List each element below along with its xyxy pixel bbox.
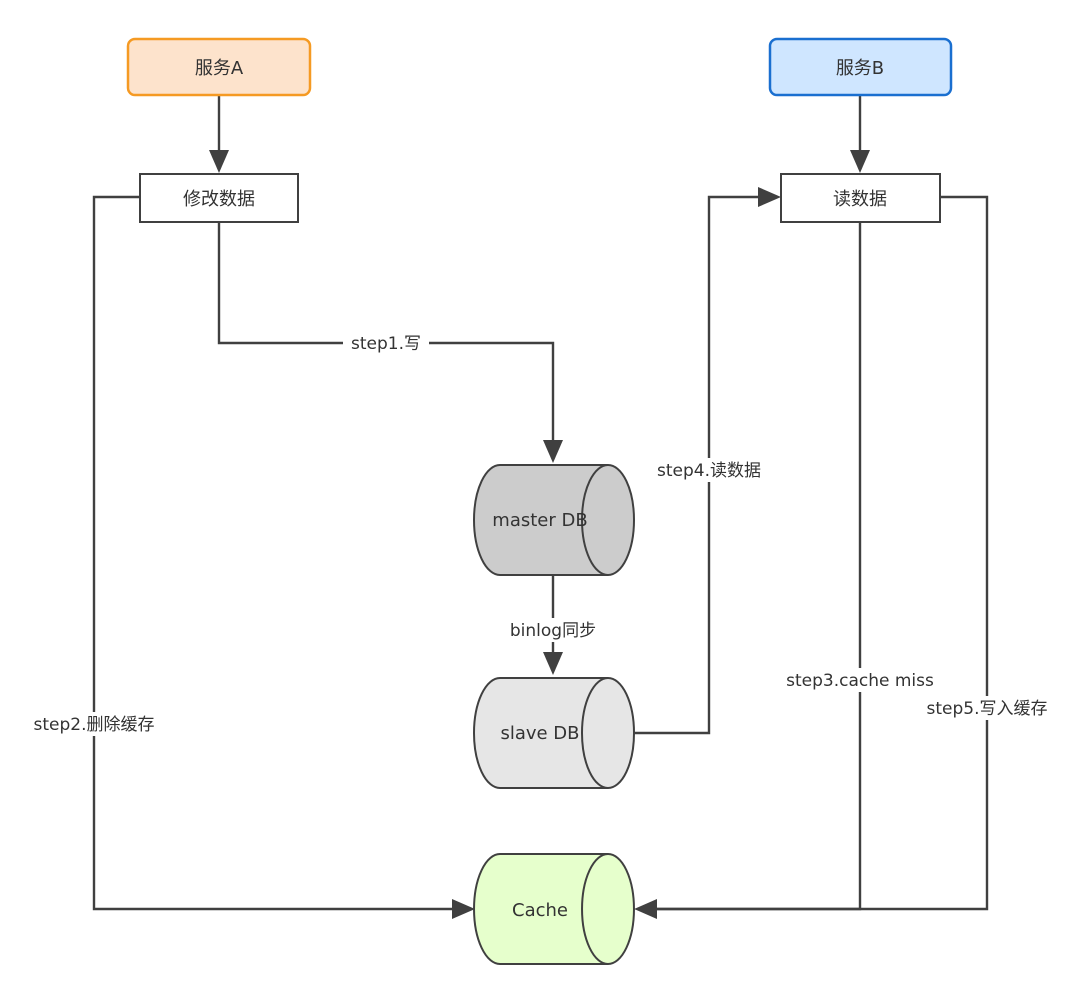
node-master-db-label: master DB <box>492 510 587 531</box>
node-modify-data-label: 修改数据 <box>183 189 255 210</box>
node-cache-label: Cache <box>512 900 568 921</box>
node-master-db[interactable]: master DB <box>473 464 635 576</box>
edge-label-step5: step5.写入缓存 <box>912 696 1062 720</box>
edge-label-step3-text: step3.cache miss <box>786 671 934 691</box>
edge-label-binlog-text: binlog同步 <box>510 621 596 641</box>
node-cache[interactable]: Cache <box>473 853 635 965</box>
node-slave-db-label: slave DB <box>500 723 579 744</box>
edge-binlog <box>543 574 563 675</box>
edge-label-binlog: binlog同步 <box>502 618 604 642</box>
edge-label-step4: step4.读数据 <box>647 458 771 482</box>
edge-label-step1-text: step1.写 <box>351 334 421 354</box>
node-modify-data[interactable]: 修改数据 <box>139 173 299 223</box>
edge-label-step5-text: step5.写入缓存 <box>927 699 1048 719</box>
edge-label-step2: step2.删除缓存 <box>20 712 168 736</box>
node-service-a-label: 服务A <box>195 58 244 79</box>
node-service-a[interactable]: 服务A <box>126 37 312 97</box>
node-read-data[interactable]: 读数据 <box>780 173 941 223</box>
node-service-b-label: 服务B <box>836 58 884 79</box>
edge-step5 <box>634 195 989 919</box>
node-read-data-label: 读数据 <box>833 189 887 210</box>
edge-label-step1: step1.写 <box>343 332 429 354</box>
edge-label-step2-text: step2.删除缓存 <box>34 715 155 735</box>
node-slave-db[interactable]: slave DB <box>473 677 635 789</box>
edge-step3 <box>655 222 862 911</box>
edge-step2 <box>92 195 475 919</box>
edge-label-step3: step3.cache miss <box>775 668 945 692</box>
edge-service-b-to-read <box>850 95 870 173</box>
node-service-b[interactable]: 服务B <box>768 37 953 97</box>
edge-service-a-to-modify <box>209 95 229 173</box>
edge-label-step4-text: step4.读数据 <box>657 461 761 481</box>
